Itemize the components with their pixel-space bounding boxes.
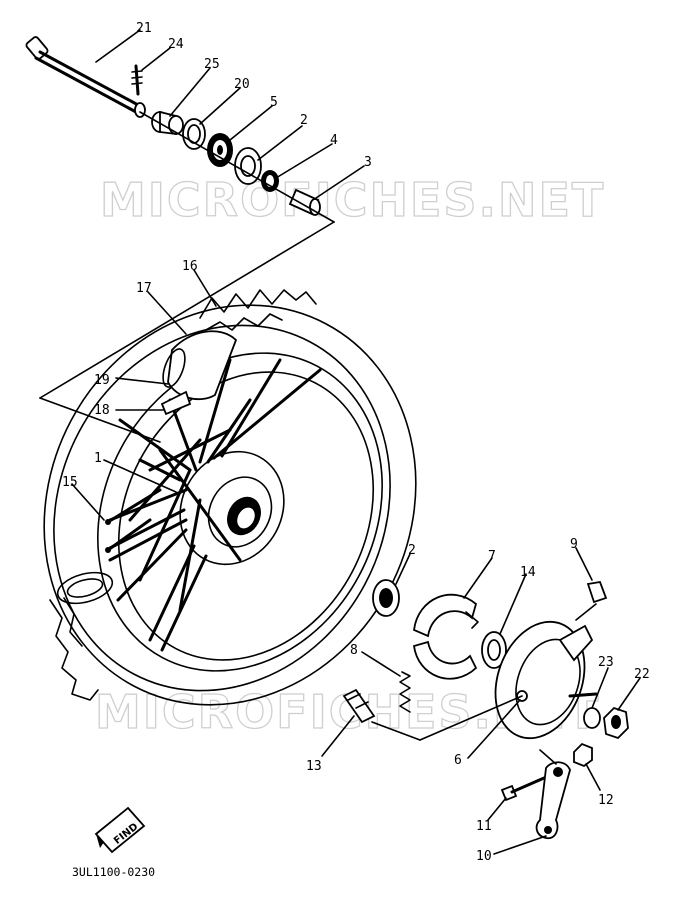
callout-10: 10 [476, 849, 492, 864]
callout-25: 25 [204, 57, 220, 72]
tube-part-17[interactable] [159, 330, 238, 400]
callout-6: 6 [454, 753, 462, 768]
callout-12: 12 [598, 793, 614, 808]
brake-guide-line [419, 695, 523, 741]
callout-21: 21 [136, 21, 152, 36]
callout-11: 11 [476, 819, 492, 834]
camshaft-part-13[interactable] [342, 688, 376, 724]
callout-15: 15 [62, 475, 78, 490]
callout-5: 5 [270, 95, 278, 110]
callout-19: 19 [94, 373, 110, 388]
spoke-part-15[interactable] [105, 488, 162, 553]
cap-guide-line [575, 603, 597, 621]
oil-seal-part-20[interactable] [182, 118, 206, 150]
brake-plate-part-6[interactable] [480, 609, 600, 750]
wheel-assembly-part-1[interactable] [0, 239, 485, 770]
axle-part-21[interactable] [25, 36, 146, 118]
callout-7: 7 [488, 549, 496, 564]
callout-20: 20 [234, 77, 250, 92]
nut-part-22[interactable] [603, 706, 629, 740]
bearing-part-2-lower[interactable] [372, 579, 400, 617]
seal-part-14[interactable] [481, 631, 507, 669]
brake-shoe-part-7[interactable] [413, 593, 479, 680]
assembly-guide-line [39, 221, 335, 399]
cap-part-9[interactable] [586, 580, 608, 604]
callout-9: 9 [570, 537, 578, 552]
find-badge[interactable]: FIND [94, 806, 146, 854]
callout-4: 4 [330, 133, 338, 148]
rim-band-part-18[interactable] [160, 390, 192, 416]
callout-8: 8 [350, 643, 358, 658]
camshaft-guide-line [371, 721, 421, 741]
callout-23: 23 [598, 655, 614, 670]
washer-part-23[interactable] [583, 707, 601, 729]
callout-labels: 21 24 25 20 5 2 4 3 16 17 19 18 1 15 2 7… [62, 21, 650, 864]
callout-17: 17 [136, 281, 152, 296]
bolt-part-24[interactable] [131, 64, 143, 96]
cam-lever-part-10[interactable] [535, 761, 571, 840]
spring-part-8[interactable] [399, 671, 411, 713]
callout-13: 13 [306, 759, 322, 774]
drawing-number: 3UL1100-0230 [72, 865, 155, 879]
callout-2-upper: 2 [300, 113, 308, 128]
callout-2-lower: 2 [408, 543, 416, 558]
callout-3: 3 [364, 155, 372, 170]
spacer-part-3[interactable] [288, 188, 321, 216]
nut-part-12[interactable] [573, 742, 593, 768]
bolt-part-11[interactable] [500, 776, 546, 802]
callout-16: 16 [182, 259, 198, 274]
axle-guide-line [139, 111, 335, 223]
watermark-top: MICROFICHES.NET [100, 173, 605, 227]
callout-18: 18 [94, 403, 110, 418]
collar-part-25[interactable] [151, 110, 184, 136]
callout-24: 24 [168, 37, 184, 52]
lever-guide-line [539, 749, 557, 765]
callout-1: 1 [94, 451, 102, 466]
callout-22: 22 [634, 667, 650, 682]
leader-lines [71, 29, 641, 855]
callout-14: 14 [520, 565, 536, 580]
